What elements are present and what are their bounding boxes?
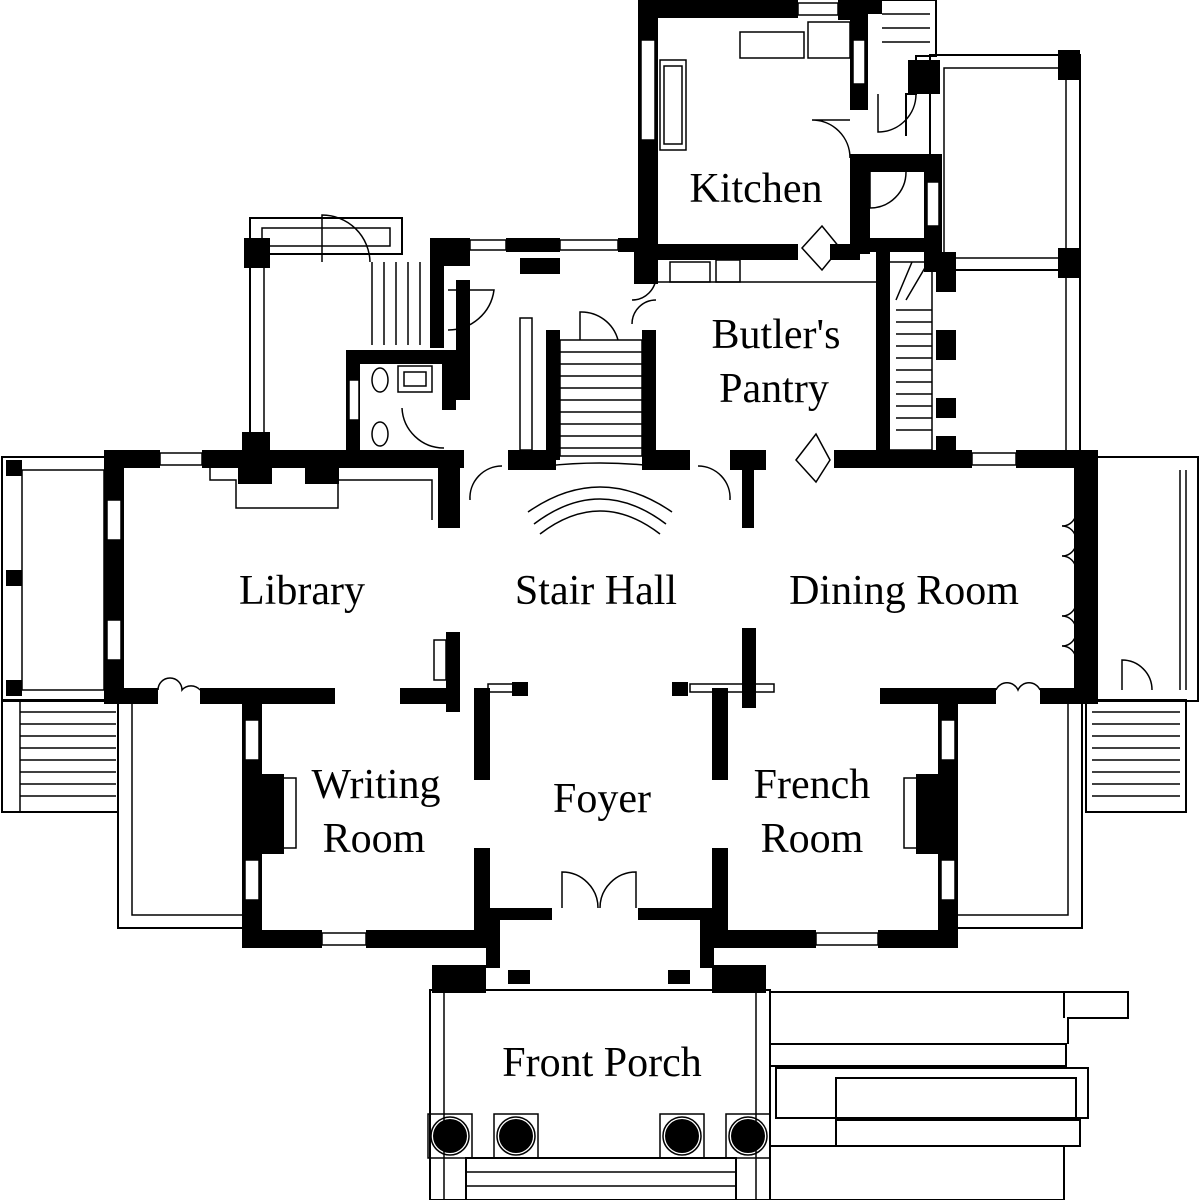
room-labels: Kitchen Butler's Pantry Library Stair Ha… — [239, 166, 1019, 1086]
library-label: Library — [239, 568, 365, 614]
stair-hall-label: Stair Hall — [515, 568, 677, 614]
porch-outlines — [1, 50, 1199, 929]
butlers-pantry-label-line1: Butler's — [712, 312, 841, 358]
writing-room-label-line1: Writing — [312, 762, 441, 808]
french-room-label-line1: French — [754, 762, 871, 808]
walls — [104, 0, 1153, 968]
french-room-label-line2: Room — [761, 816, 864, 862]
front-porch-structure — [427, 965, 1129, 1200]
butlers-pantry-label-line2: Pantry — [719, 366, 829, 412]
dining-room-label: Dining Room — [789, 568, 1019, 614]
kitchen-label: Kitchen — [690, 166, 823, 212]
front-porch-label: Front Porch — [502, 1040, 702, 1086]
foyer-label: Foyer — [553, 776, 651, 822]
porch-columns — [427, 1113, 771, 1159]
writing-room-label-line2: Room — [323, 816, 426, 862]
